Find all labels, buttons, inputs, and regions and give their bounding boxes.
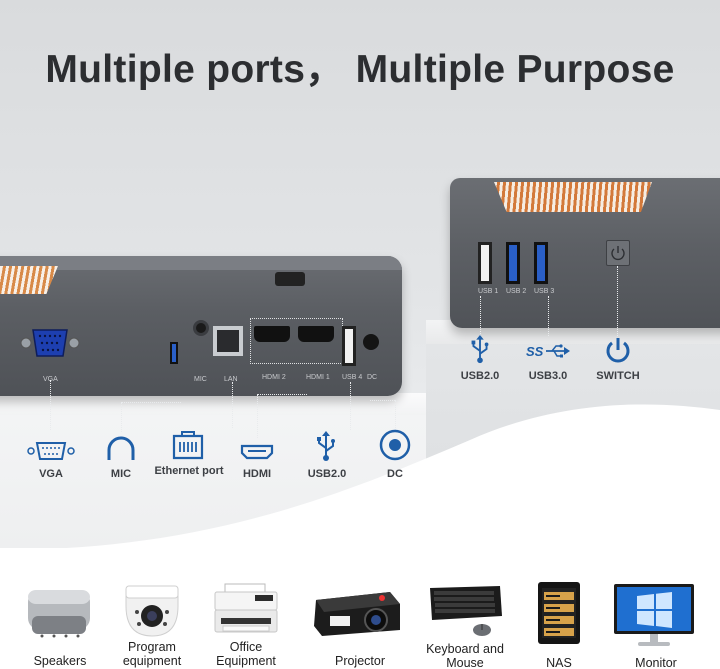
- hdmi-label: HDMI: [242, 468, 272, 480]
- usb-port-small: [170, 342, 178, 364]
- leader-dc-h: [370, 400, 395, 401]
- chassis-top-edge: [0, 256, 402, 270]
- lan-print: LAN: [224, 376, 238, 383]
- floor-curve: [0, 404, 720, 560]
- hdmi-port-2: [254, 326, 290, 342]
- usb-icon: [314, 430, 338, 467]
- heat-vent: [0, 266, 58, 294]
- device-label-nas: NAS: [546, 656, 572, 669]
- nas-icon: [534, 580, 584, 651]
- lock-slot: [275, 272, 305, 286]
- superspeed-usb-icon: SS: [526, 342, 570, 362]
- vga-icon: [27, 440, 75, 467]
- leader-mic-h: [121, 402, 181, 403]
- mic-label: MIC: [110, 468, 132, 480]
- heat-vent: [494, 182, 652, 212]
- ethernet-label: Ethernet port: [154, 465, 224, 477]
- printer-icon: [211, 582, 281, 641]
- ss-glyph: SS: [526, 344, 544, 359]
- audio-jack: [193, 320, 209, 336]
- leader-dc: [395, 400, 396, 430]
- camera-icon: [122, 582, 182, 643]
- leader-lan: [232, 382, 233, 428]
- vga-port: [20, 326, 80, 360]
- leader-usb2-right: [480, 296, 481, 336]
- dc-print: DC: [367, 374, 378, 381]
- leader-usb3-right: [548, 296, 549, 336]
- hdmi-port-1: [298, 326, 334, 342]
- projector-icon: [310, 586, 404, 647]
- usb3-label: USB3.0: [528, 370, 568, 382]
- dc-jack: [363, 334, 379, 350]
- usb-port-2: [506, 242, 520, 284]
- usb4-print: USB 4: [342, 374, 363, 381]
- hdmi2-print: HDMI 2: [262, 374, 286, 381]
- hdmi1-print: HDMI 1: [306, 374, 330, 381]
- usb-port-3: [534, 242, 548, 284]
- leader-hdmi-h: [257, 394, 307, 395]
- hdmi-icon: [240, 444, 274, 465]
- switch-label: SWITCH: [596, 370, 640, 382]
- device-label-monitor: Monitor: [635, 656, 677, 669]
- device-label-projector: Projector: [334, 654, 386, 668]
- mini-pc-front-view: USB 1 USB 2 USB 3: [450, 178, 720, 328]
- left-pedestal-top: [0, 393, 440, 415]
- leader-vga: [50, 380, 51, 430]
- usb-icon: [468, 334, 492, 369]
- usb2-label-right: USB2.0: [460, 370, 500, 382]
- usb-port-1: [478, 242, 492, 284]
- dc-label: DC: [387, 468, 403, 480]
- ethernet-icon: [172, 430, 204, 465]
- usb-port-4: [342, 326, 356, 366]
- page-title: Multiple ports， Multiple Purpose: [45, 48, 675, 91]
- power-icon: [604, 336, 632, 369]
- usb2-print: USB 2: [506, 288, 527, 295]
- device-label-keyboard: Keyboard and Mouse: [426, 642, 504, 669]
- leader-mic: [121, 402, 122, 432]
- keyboard-mouse-icon: [428, 582, 504, 643]
- dc-power-icon: [378, 428, 412, 467]
- power-button: [606, 240, 630, 266]
- usb2-label-left: USB2.0: [307, 468, 347, 480]
- leader-usb: [350, 382, 351, 430]
- leader-hdmi: [257, 394, 258, 438]
- usb3-print: USB 3: [534, 288, 555, 295]
- mic-print: MIC: [194, 376, 207, 383]
- vga-print: VGA: [43, 376, 58, 383]
- device-label-office: Office Equipment: [216, 640, 276, 668]
- device-label-speakers: Speakers: [33, 654, 87, 668]
- vga-label: VGA: [39, 468, 63, 480]
- mini-pc-side-view: VGA MIC LAN HDMI 2 HDMI 1 USB 4 DC: [0, 256, 402, 396]
- leader-switch: [617, 266, 618, 336]
- lan-port: [213, 326, 243, 356]
- usb1-print: USB 1: [478, 288, 499, 295]
- speaker-icon: [24, 586, 94, 647]
- monitor-icon: [612, 582, 696, 653]
- headphone-icon: [106, 436, 136, 467]
- device-label-program: Program equipment: [122, 640, 182, 668]
